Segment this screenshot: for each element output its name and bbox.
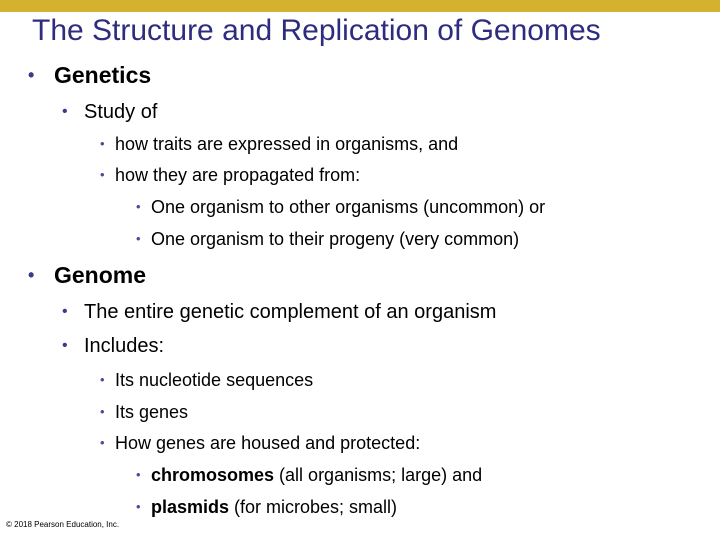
- bullet-plasmids: • plasmids (for microbes; small): [136, 497, 398, 517]
- bullet-propagated: • how they are propagated from:: [100, 165, 361, 185]
- bullet-icon: •: [100, 167, 105, 182]
- bullet-icon: •: [136, 199, 141, 214]
- accent-bar: [0, 0, 720, 12]
- bullet-progeny: • One organism to their progeny (very co…: [136, 229, 520, 249]
- bullet-icon: •: [136, 231, 141, 246]
- slide-title: The Structure and Replication of Genomes: [32, 14, 601, 47]
- bullet-icon: •: [100, 136, 105, 151]
- bullet-housed: • How genes are housed and protected:: [100, 433, 421, 453]
- bullet-definition: • The entire genetic complement of an or…: [62, 301, 497, 323]
- bullet-nucleotide: • Its nucleotide sequences: [100, 370, 314, 390]
- bullet-genes: • Its genes: [100, 402, 189, 422]
- bullet-icon: •: [100, 404, 105, 419]
- bullet-icon: •: [28, 265, 35, 285]
- bullet-other-organisms: • One organism to other organisms (uncom…: [136, 197, 546, 217]
- copyright-notice: © 2018 Pearson Education, Inc.: [6, 520, 120, 529]
- bullet-icon: •: [136, 467, 141, 482]
- bullet-icon: •: [28, 65, 35, 85]
- bullet-genome: • Genome: [28, 262, 147, 288]
- bullet-icon: •: [100, 435, 105, 450]
- bullet-study-of: • Study of: [62, 101, 158, 123]
- bullet-genetics: • Genetics: [28, 62, 152, 88]
- bullet-includes: • Includes:: [62, 335, 165, 357]
- bullet-icon: •: [100, 372, 105, 387]
- bullet-icon: •: [136, 499, 141, 514]
- bullet-icon: •: [62, 337, 68, 354]
- bullet-traits: • how traits are expressed in organisms,…: [100, 134, 459, 154]
- bullet-chromosomes: • chromosomes (all organisms; large) and: [136, 465, 483, 485]
- bullet-icon: •: [62, 103, 68, 120]
- bullet-icon: •: [62, 303, 68, 320]
